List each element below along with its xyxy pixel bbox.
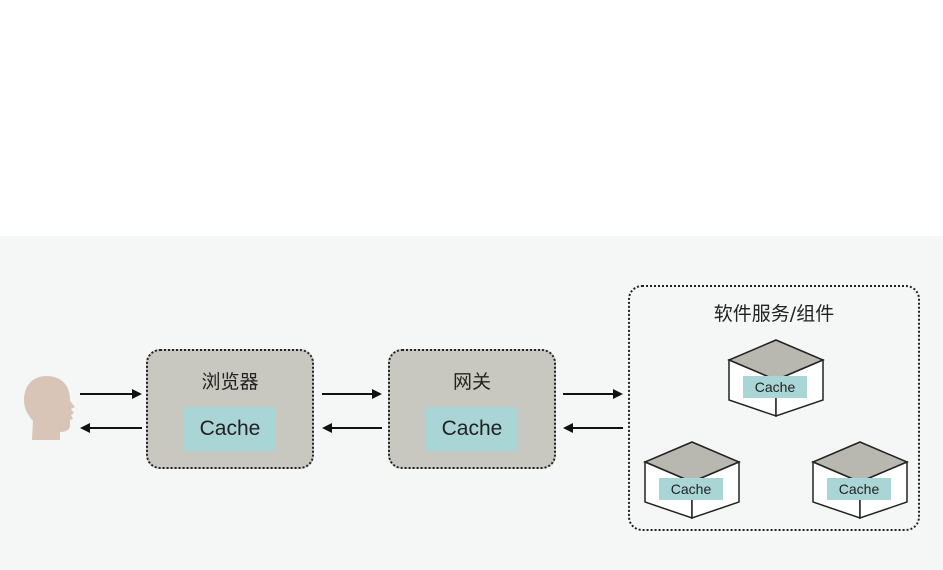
component-cache: Cache [659,478,723,500]
browser-stage-title: 浏览器 [201,371,259,393]
arrow-response-to-browser [322,423,382,433]
services-container: 软件服务/组件 Cache Cache Cache [628,285,920,531]
component-cube: Cache [811,440,909,520]
gateway-stage: 网关 Cache [388,349,556,469]
person-head-icon [24,376,75,440]
services-title: 软件服务/组件 [713,303,835,325]
arrow-response-to-user [80,423,142,433]
gateway-cache: Cache [426,407,518,451]
gateway-stage-title: 网关 [452,371,491,393]
arrow-response-to-gateway [563,423,623,433]
browser-stage: 浏览器 Cache [146,349,314,469]
component-cube: Cache [643,440,741,520]
browser-cache: Cache [184,407,276,451]
component-cube: Cache [727,338,825,418]
component-cache: Cache [827,478,891,500]
component-cache: Cache [743,376,807,398]
arrow-request-to-gateway [322,389,382,399]
arrow-request-to-browser [80,389,142,399]
arrow-request-to-services [563,389,623,399]
